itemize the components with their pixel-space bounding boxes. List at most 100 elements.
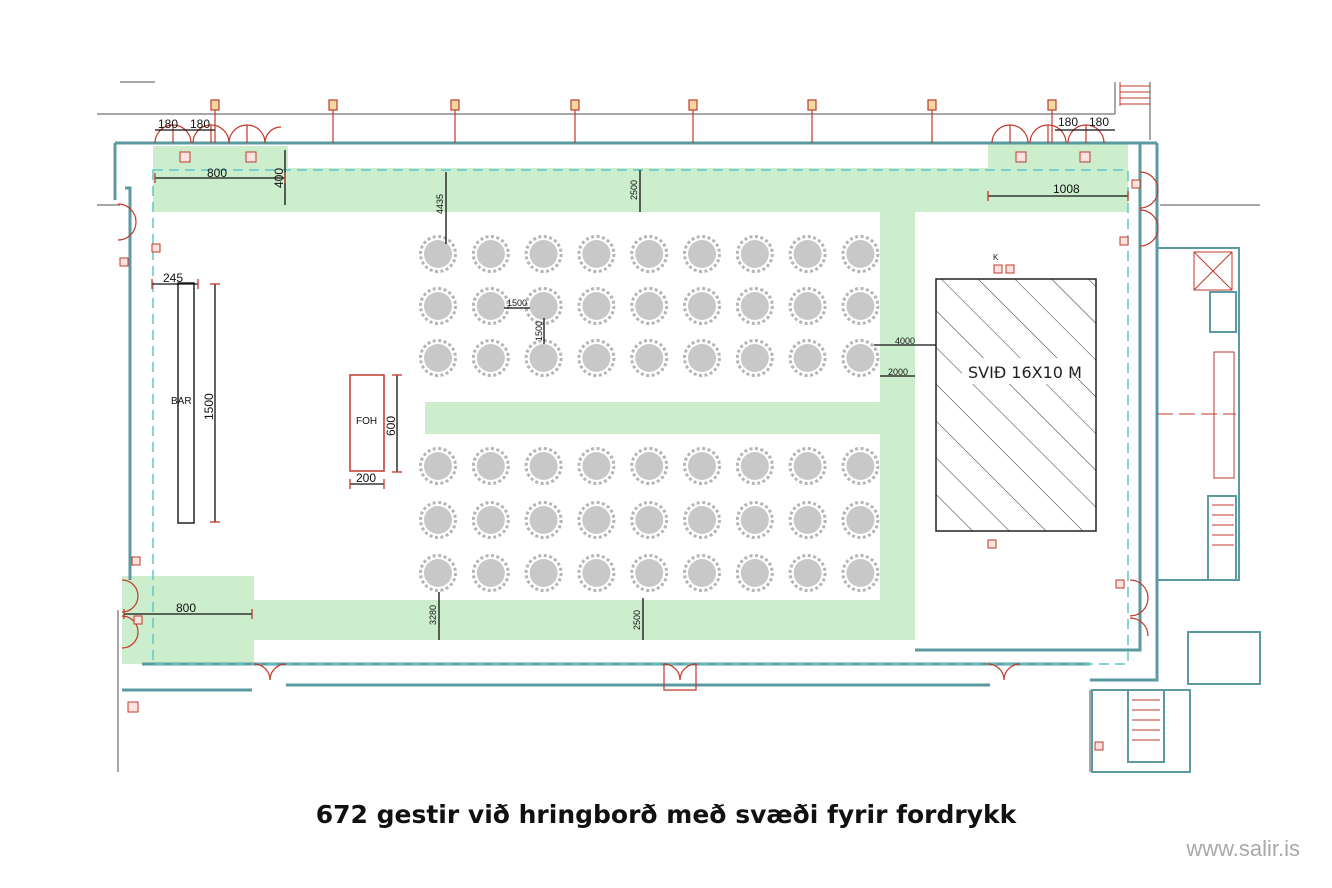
service-rooms xyxy=(1091,247,1261,773)
dim-2000: 2000 xyxy=(888,367,908,377)
chairs-ring xyxy=(524,447,563,485)
stage xyxy=(935,278,1097,532)
window-marker xyxy=(210,99,220,111)
window-markers xyxy=(210,99,1057,143)
round-table xyxy=(630,235,669,273)
chairs-ring xyxy=(419,339,457,377)
chairs-ring xyxy=(841,447,880,485)
window-marker xyxy=(927,99,937,111)
dim-1008: 1008 xyxy=(1053,182,1080,196)
dim-3280: 3280 xyxy=(428,605,438,625)
table-top xyxy=(793,506,822,534)
table-top xyxy=(424,292,452,320)
table-top xyxy=(846,452,875,480)
round-table xyxy=(841,287,880,325)
round-table xyxy=(524,235,563,273)
chairs-ring xyxy=(630,554,669,592)
chairs-ring xyxy=(841,235,880,273)
dimension-ticks xyxy=(123,173,1129,619)
window-marker xyxy=(328,99,338,111)
round-table xyxy=(788,339,827,377)
chairs-ring xyxy=(683,447,721,485)
round-table xyxy=(524,447,563,485)
k-label: K xyxy=(993,253,999,262)
chairs-ring xyxy=(524,554,563,592)
round-table xyxy=(471,501,510,539)
dimension-lines xyxy=(124,129,1128,640)
chairs-ring xyxy=(419,287,457,325)
chairs-ring xyxy=(577,554,616,592)
table-top xyxy=(635,452,664,480)
table-top xyxy=(740,452,769,480)
chairs-ring xyxy=(524,339,563,377)
chairs-ring xyxy=(630,339,669,377)
table-top xyxy=(476,506,505,534)
table-top xyxy=(424,559,452,587)
table-top xyxy=(424,344,452,372)
table-top xyxy=(476,344,505,372)
round-table xyxy=(471,287,510,325)
dim-2500-top: 2500 xyxy=(629,180,639,200)
dim-400: 400 xyxy=(272,168,286,188)
chairs-ring xyxy=(735,501,774,539)
round-table xyxy=(841,339,880,377)
table-top xyxy=(688,292,716,320)
table-top xyxy=(582,292,611,320)
table-top xyxy=(793,559,822,587)
table-top xyxy=(846,240,875,268)
round-table xyxy=(630,287,669,325)
table-top xyxy=(688,559,716,587)
table-top xyxy=(582,240,611,268)
window-marker xyxy=(807,99,817,111)
exit-markers xyxy=(119,151,1141,751)
chairs-ring xyxy=(683,287,721,325)
stage-label-bg xyxy=(962,358,1072,384)
table-top xyxy=(635,506,664,534)
round-table xyxy=(524,339,563,377)
table-top xyxy=(582,452,611,480)
chairs-ring xyxy=(683,554,721,592)
table-top xyxy=(424,506,452,534)
chairs-ring xyxy=(577,287,616,325)
round-table xyxy=(577,554,616,592)
chairs-ring xyxy=(841,554,880,592)
caption: 672 gestir við hringborð með svæði fyrir… xyxy=(315,800,1017,829)
table-top xyxy=(529,452,558,480)
dim-1500-v: 1500 xyxy=(534,321,544,341)
round-table xyxy=(471,235,510,273)
table-top xyxy=(688,240,716,268)
table-top xyxy=(846,506,875,534)
table-top xyxy=(740,506,769,534)
chairs-ring xyxy=(841,339,880,377)
table-top xyxy=(582,559,611,587)
round-table xyxy=(735,554,774,592)
chairs-ring xyxy=(630,287,669,325)
chairs-ring xyxy=(471,554,510,592)
chairs-ring xyxy=(735,287,774,325)
foh-desk xyxy=(349,374,385,472)
chairs-ring xyxy=(788,235,827,273)
round-table xyxy=(419,501,457,539)
dim-600: 600 xyxy=(384,416,398,436)
table-top xyxy=(688,506,716,534)
chairs-ring xyxy=(683,235,721,273)
round-tables xyxy=(419,235,880,592)
chairs-ring xyxy=(841,501,880,539)
round-table xyxy=(419,235,457,273)
table-top xyxy=(846,559,875,587)
chairs-ring xyxy=(471,339,510,377)
chairs-ring xyxy=(683,339,721,377)
table-top xyxy=(476,292,505,320)
chairs-ring xyxy=(577,339,616,377)
table-top xyxy=(582,506,611,534)
chairs-ring xyxy=(788,554,827,592)
round-table xyxy=(524,554,563,592)
table-top xyxy=(476,240,505,268)
chairs-ring xyxy=(788,339,827,377)
round-table xyxy=(788,287,827,325)
chairs-ring xyxy=(683,501,721,539)
round-table xyxy=(419,287,457,325)
round-table xyxy=(524,287,563,325)
bar-counter xyxy=(177,282,195,524)
